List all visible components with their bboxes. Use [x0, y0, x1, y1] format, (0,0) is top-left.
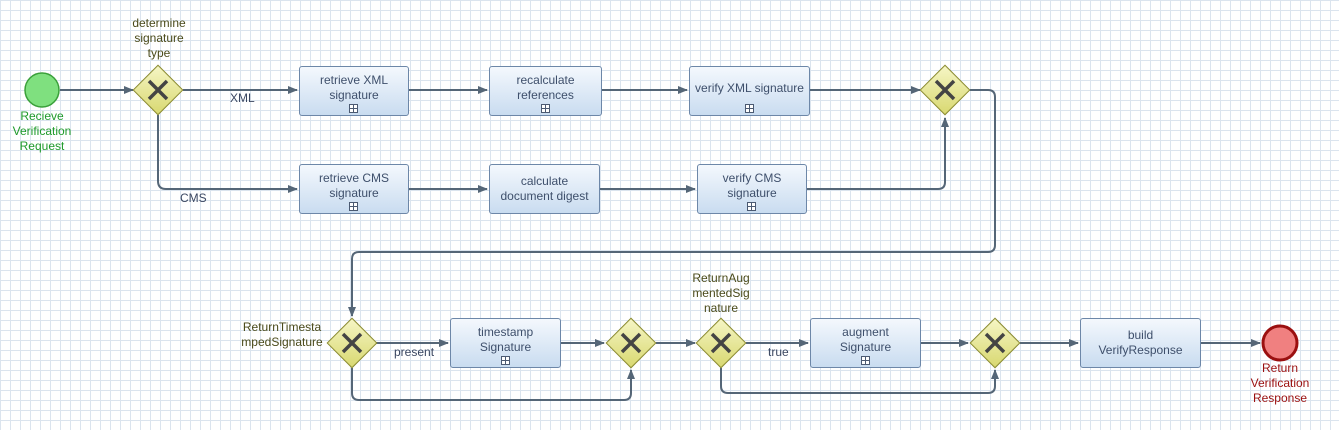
subprocess-marker-icon — [349, 202, 358, 211]
task-retrieve-cms-signature[interactable]: retrieve CMS signature — [299, 164, 409, 214]
task-timestamp-signature[interactable]: timestamp Signature — [450, 318, 561, 368]
task-augment-signature[interactable]: augment Signature — [810, 318, 921, 368]
flow-timestamp-bypass — [351, 368, 635, 401]
end-event — [1261, 324, 1299, 362]
gateway-determine-signature-type — [132, 64, 184, 116]
task-label: retrieve CMS signature — [318, 171, 389, 200]
subprocess-marker-icon — [500, 356, 510, 365]
flow-label-present: present — [394, 345, 435, 359]
task-verify-cms-signature[interactable]: verify CMS signature — [697, 164, 807, 214]
gateway-augment-merge — [969, 317, 1021, 369]
task-label: build VerifyResponse — [1098, 328, 1183, 357]
subprocess-marker-icon — [860, 356, 870, 365]
gateway-return-augmented — [695, 317, 747, 369]
gateway-determine-label: determine signature type — [132, 16, 186, 60]
gateway-augmented-label: ReturnAugmentedSignature — [692, 271, 750, 315]
start-event — [24, 72, 60, 108]
subprocess-marker-icon — [540, 104, 550, 113]
subprocess-marker-icon — [349, 104, 358, 113]
flow-cms — [157, 115, 298, 193]
subprocess-marker-icon — [744, 104, 754, 113]
flow-join-to-timestamp-gateway — [348, 89, 996, 317]
task-label: recalculate references — [516, 73, 575, 102]
end-event-label: Return Verification Response — [1250, 361, 1310, 405]
subprocess-marker-icon — [747, 202, 756, 211]
flow-label-xml: XML — [230, 91, 255, 105]
task-build-verify-response[interactable]: build VerifyResponse — [1080, 318, 1201, 368]
flow-augment-bypass — [720, 368, 999, 394]
task-label: calculate document digest — [500, 174, 589, 203]
flow-verify-cms-to-join — [806, 117, 949, 190]
task-recalculate-references[interactable]: recalculate references — [489, 66, 602, 116]
task-label: timestamp Signature — [477, 325, 534, 354]
task-label: augment Signature — [839, 325, 892, 354]
gateway-return-timestamped — [326, 317, 378, 369]
flow-label-cms: CMS — [180, 191, 207, 205]
gateway-verify-join — [919, 64, 971, 116]
flow-label-true: true — [768, 345, 789, 359]
task-label: retrieve XML signature — [319, 73, 389, 102]
task-label: verify CMS signature — [722, 171, 782, 200]
task-retrieve-xml-signature[interactable]: retrieve XML signature — [299, 66, 409, 116]
gateway-timestamp-merge — [605, 317, 657, 369]
gateway-timestamped-label: ReturnTimestampedSignature — [241, 320, 323, 349]
task-verify-xml-signature[interactable]: verify XML signature — [689, 66, 810, 116]
task-calculate-document-digest[interactable]: calculate document digest — [489, 164, 600, 214]
task-label: verify XML signature — [695, 80, 804, 95]
start-event-label: Recieve Verification Request — [12, 109, 72, 153]
